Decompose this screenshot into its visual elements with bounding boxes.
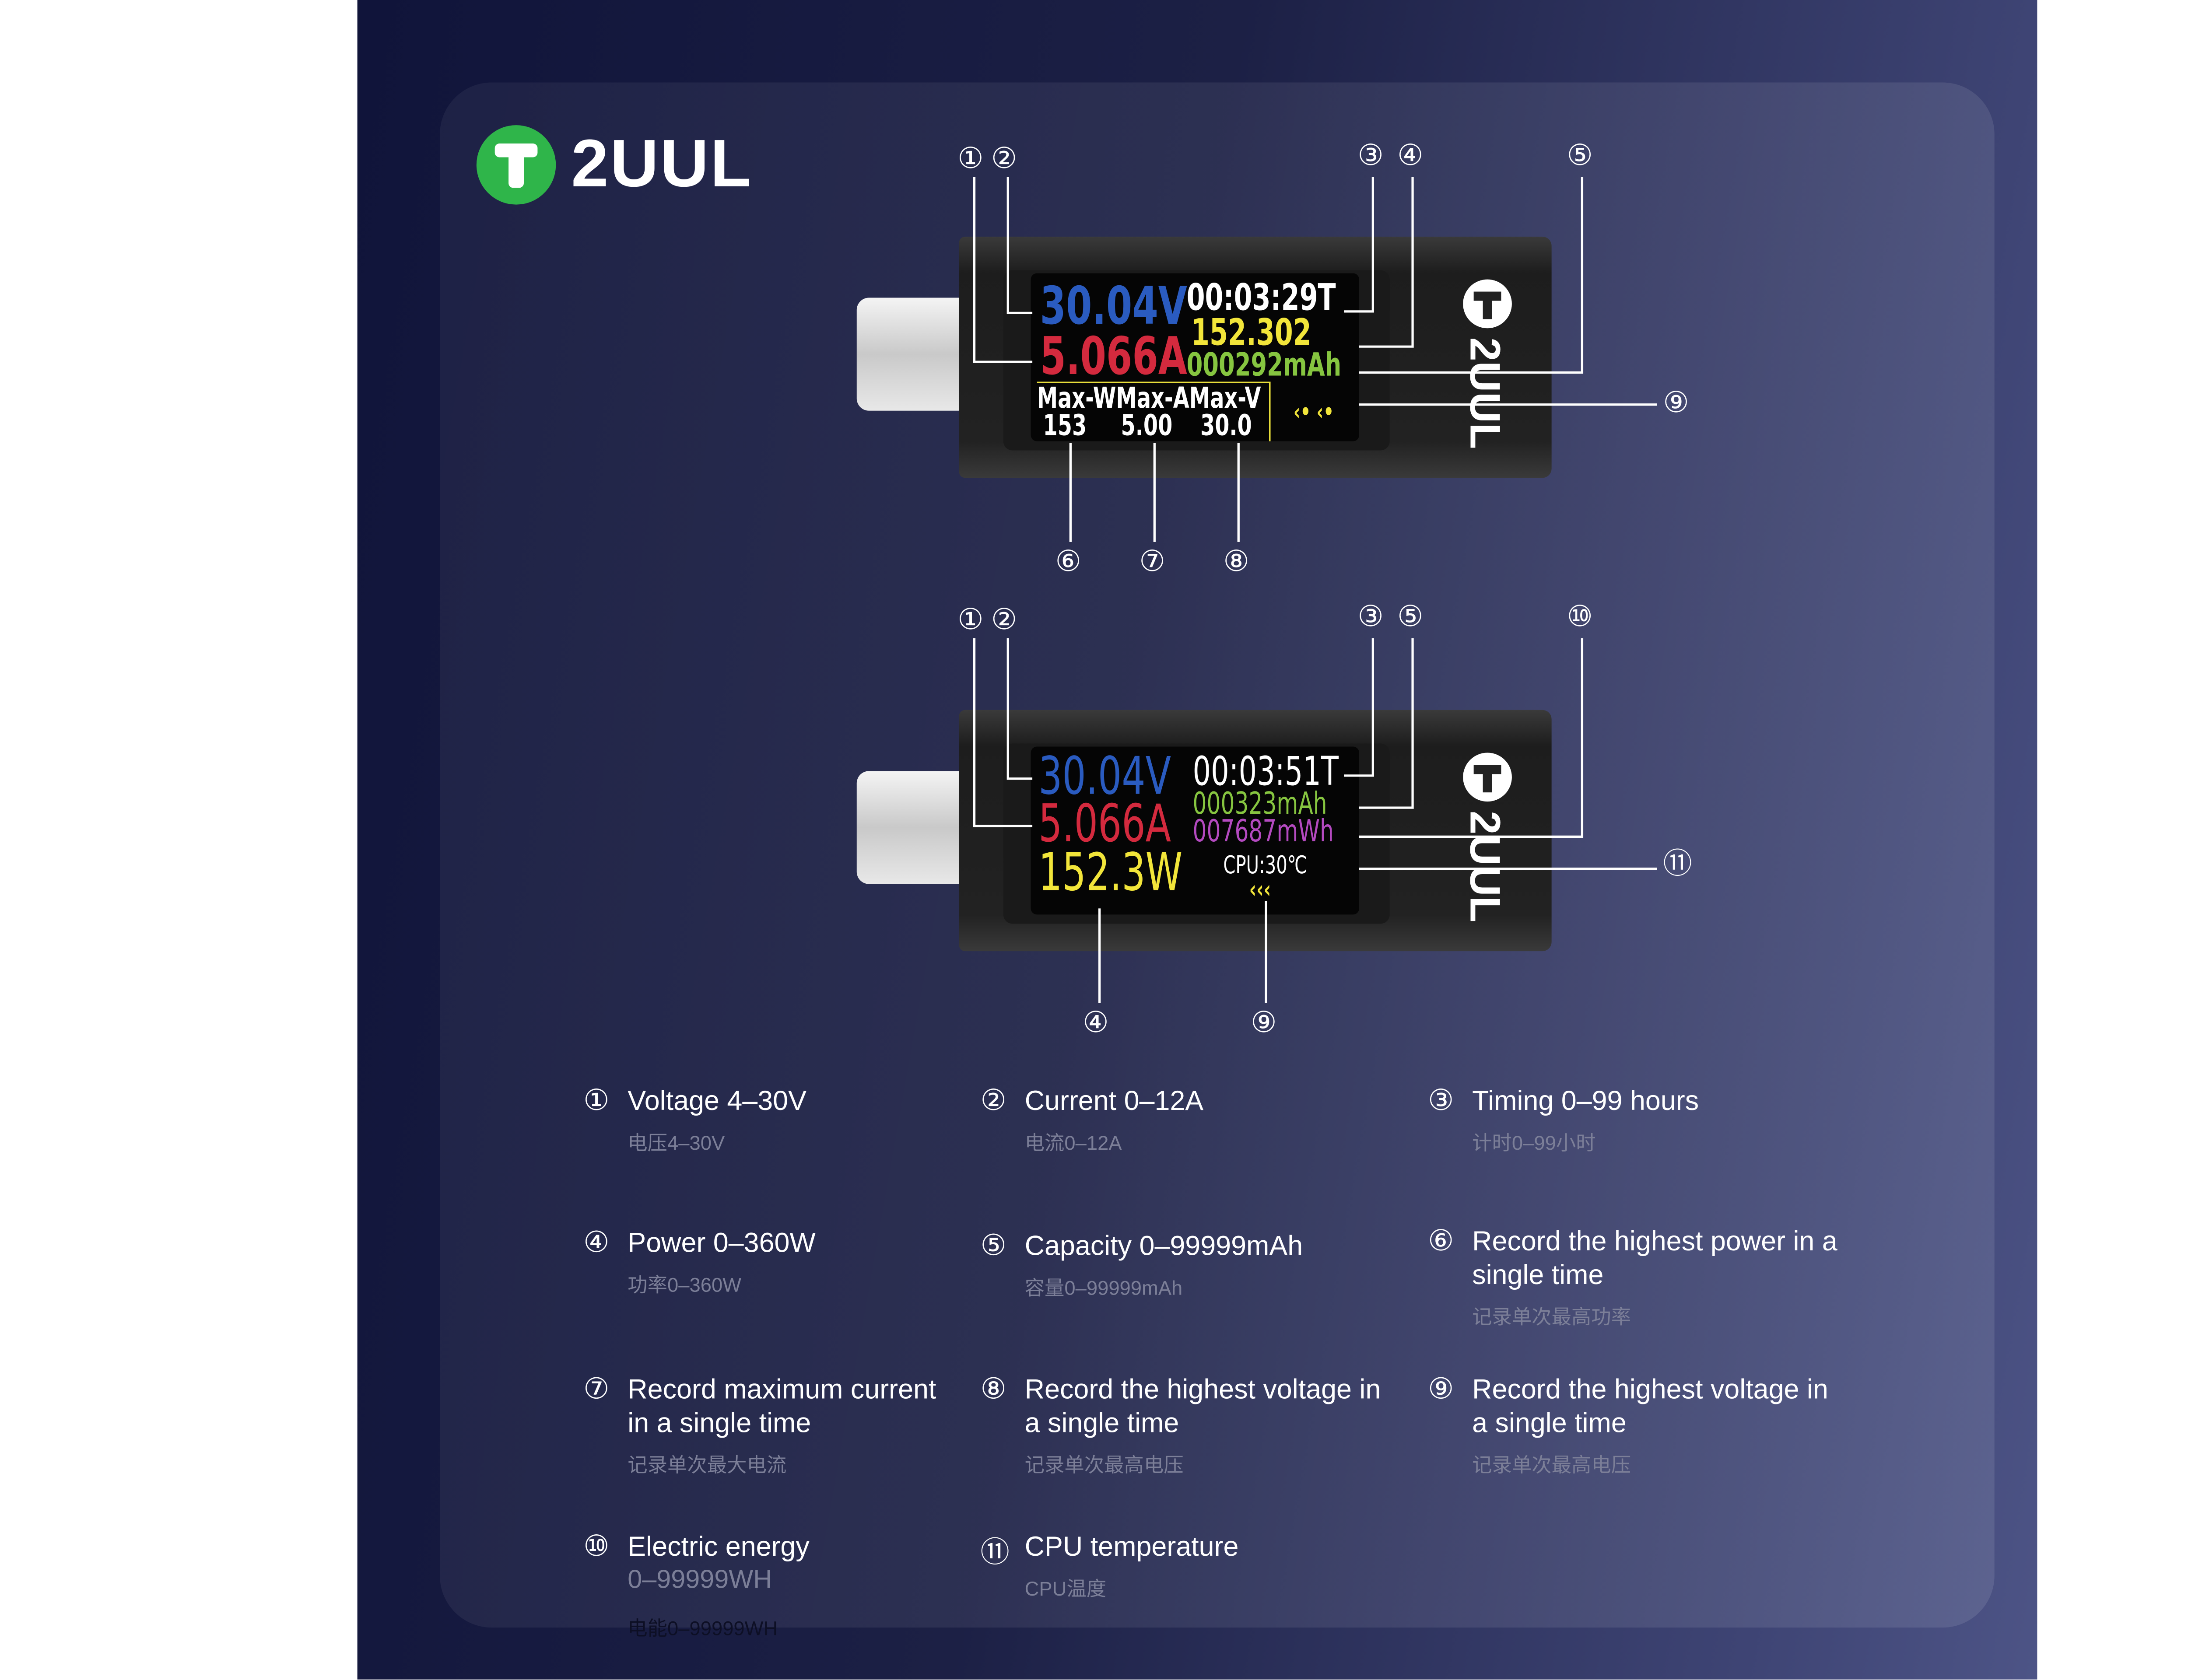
callout-7: ⑦ [1139, 545, 1165, 579]
capacity-reading: 000323mAh [1192, 784, 1327, 822]
feature-title: Timing 0–99 hours [1472, 1085, 1699, 1116]
feature-number: ⑦ [583, 1372, 610, 1407]
direction-arrows-icon: ‹‹‹ [1249, 875, 1271, 904]
feature-subtitle: CPU温度 [1024, 1577, 1107, 1600]
logo-screw-icon [476, 125, 556, 205]
logo-screw-icon [1463, 752, 1512, 802]
callout-9: ⑨ [1251, 1006, 1277, 1040]
logo-text: 2UUL [571, 126, 753, 202]
callout-2: ② [991, 142, 1017, 176]
brand-logo: 2UUL [476, 125, 753, 205]
direction-arrows-icon: ‹• ‹• [1293, 398, 1334, 426]
feature-number: ④ [583, 1226, 610, 1260]
feature-title: Record the highest power in a single tim… [1472, 1226, 1837, 1290]
usb-c-connector-1 [856, 298, 961, 411]
feature-subtitle: 记录单次最高电压 [1472, 1453, 1631, 1477]
callout-10: ⑩ [1567, 600, 1593, 634]
feature-title: Record maximum current in a single time [628, 1374, 936, 1438]
feature-number: ⑤ [980, 1229, 1006, 1263]
feature-range: 0–99999WH [628, 1565, 772, 1594]
timer-reading: 00:03:29T [1186, 276, 1336, 319]
feature-number: ⑨ [1427, 1372, 1454, 1407]
callout-4: ④ [1083, 1006, 1109, 1040]
meter-screen-2: 30.04V 00:03:51T 000323mAh 5.066A 007687… [1031, 746, 1359, 915]
feature-subtitle: 电流0–12A [1024, 1131, 1122, 1155]
feature-title: CPU temperature [1024, 1531, 1239, 1562]
feature-subtitle: 计时0–99小时 [1472, 1131, 1596, 1155]
callout-4: ④ [1397, 139, 1424, 173]
cpu-temperature: CPU:30℃ [1223, 850, 1307, 880]
feature-subtitle: 容量0–99999mAh [1024, 1276, 1183, 1299]
callout-8: ⑧ [1223, 545, 1249, 579]
feature-number: ③ [1427, 1084, 1454, 1118]
feature-number: ⑩ [583, 1530, 610, 1564]
callout-1: ① [957, 603, 984, 637]
callout-3: ③ [1357, 600, 1384, 634]
callout-5: ⑤ [1397, 600, 1424, 634]
callout-9: ⑨ [1663, 386, 1689, 420]
usb-c-connector-2 [856, 771, 961, 884]
meter-screen-1: 30.04V 00:03:29T 152.302 5.066A 000292mA… [1031, 273, 1359, 441]
power-reading: 152.3W [1038, 843, 1183, 904]
feature-title: Record the highest voltage in a single t… [1024, 1374, 1381, 1438]
logo-screw-icon [1463, 279, 1512, 329]
feature-title: Power 0–360W [628, 1227, 816, 1258]
feature-number: ② [980, 1084, 1006, 1118]
side-logo: 2UUL [1462, 279, 1515, 449]
side-logo: 2UUL [1462, 752, 1515, 922]
max-voltage-value: 30.0 [1200, 409, 1252, 441]
feature-subtitle: 功率0–360W [628, 1273, 742, 1296]
voltage-reading: 30.04V [1040, 276, 1187, 338]
meter-device-1: 30.04V 00:03:29T 152.302 5.066A 000292mA… [959, 236, 1552, 478]
feature-title: Voltage 4–30V [628, 1085, 806, 1116]
callout-1: ① [957, 142, 984, 176]
feature-subtitle: 电能0–99999WH [628, 1617, 778, 1640]
power-reading: 152.302 [1191, 311, 1311, 354]
capacity-reading: 000292mAh [1186, 346, 1342, 383]
voltage-reading: 30.04V [1038, 746, 1171, 808]
max-labels: Max-WMax-AMax-V [1037, 382, 1261, 416]
feature-title: Electric energy [628, 1531, 810, 1562]
max-power-value: 153 [1043, 409, 1087, 441]
feature-subtitle: 记录单次最高功率 [1472, 1305, 1631, 1329]
max-current-value: 5.00 [1121, 409, 1173, 441]
feature-title: Capacity 0–99999mAh [1024, 1230, 1303, 1261]
callout-11: ⑪ [1663, 847, 1692, 881]
max-record-box [1037, 382, 1271, 441]
feature-subtitle: 记录单次最高电压 [1024, 1453, 1184, 1477]
feature-number: ⑥ [1427, 1224, 1454, 1258]
feature-subtitle: 记录单次最大电流 [628, 1453, 787, 1477]
feature-number: ⑧ [980, 1372, 1006, 1407]
feature-number: ① [583, 1084, 610, 1118]
feature-title: Record the highest voltage in a single t… [1472, 1374, 1828, 1438]
current-reading: 5.066A [1040, 326, 1187, 388]
current-reading: 5.066A [1038, 794, 1171, 855]
feature-title: Current 0–12A [1024, 1085, 1204, 1116]
timer-reading: 00:03:51T [1192, 749, 1339, 796]
callout-2: ② [991, 603, 1017, 637]
feature-subtitle: 电压4–30V [628, 1131, 725, 1155]
callout-6: ⑥ [1055, 545, 1081, 579]
callout-5: ⑤ [1567, 139, 1593, 173]
meter-device-2: 30.04V 00:03:51T 000323mAh 5.066A 007687… [959, 710, 1552, 952]
energy-reading: 007687mWh [1192, 812, 1334, 849]
callout-3: ③ [1357, 139, 1384, 173]
feature-number: ⑪ [980, 1536, 1010, 1570]
